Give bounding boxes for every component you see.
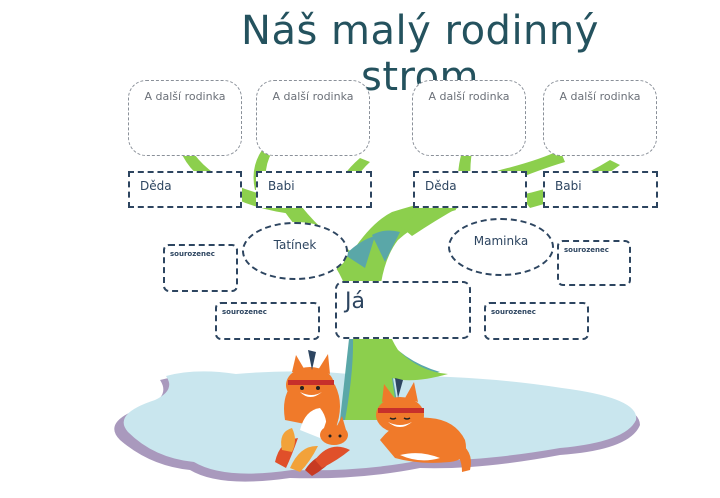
grandfather-box-paternal[interactable]: Děda xyxy=(128,171,242,208)
grandparent-label: Babi xyxy=(268,179,295,193)
grandmother-box-paternal[interactable]: Babi xyxy=(256,171,372,208)
extended-family-box-3[interactable]: A další rodinka xyxy=(412,80,526,156)
sibling-label: sourozenec xyxy=(491,308,536,316)
sibling-label: sourozenec xyxy=(170,250,215,258)
leaf-pile xyxy=(275,428,350,476)
extended-family-label: A další rodinka xyxy=(428,90,510,103)
extended-family-box-1[interactable]: A další rodinka xyxy=(128,80,242,156)
extended-family-box-4[interactable]: A další rodinka xyxy=(543,80,657,156)
father-label: Tatínek xyxy=(273,238,317,252)
sibling-label: sourozenec xyxy=(564,246,609,254)
sibling-box-2[interactable]: sourozenec xyxy=(557,240,631,286)
branch-right-shadow xyxy=(372,230,400,262)
me-label: Já xyxy=(345,289,365,314)
grandparent-label: Děda xyxy=(140,179,172,193)
grandparent-label: Babi xyxy=(555,179,582,193)
extended-family-label: A další rodinka xyxy=(144,90,226,103)
extended-family-label: A další rodinka xyxy=(272,90,354,103)
mother-label: Maminka xyxy=(473,234,529,248)
mother-box[interactable]: Maminka xyxy=(448,218,554,276)
fox-left xyxy=(284,350,340,440)
sibling-box-4[interactable]: sourozenec xyxy=(484,302,589,340)
branch-left-shadow xyxy=(345,236,375,268)
sibling-box-1[interactable]: sourozenec xyxy=(163,244,238,292)
fox-right xyxy=(376,378,471,472)
sibling-label: sourozenec xyxy=(222,308,267,316)
extended-family-box-2[interactable]: A další rodinka xyxy=(256,80,370,156)
fox-baby xyxy=(320,416,348,445)
father-box[interactable]: Tatínek xyxy=(242,222,348,280)
grandmother-box-maternal[interactable]: Babi xyxy=(543,171,658,208)
page-title: Náš malý rodinný strom xyxy=(241,8,599,100)
grandfather-box-maternal[interactable]: Děda xyxy=(413,171,527,208)
sibling-box-3[interactable]: sourozenec xyxy=(215,302,320,340)
grandparent-label: Děda xyxy=(425,179,457,193)
extended-family-label: A další rodinka xyxy=(559,90,641,103)
me-box[interactable]: Já xyxy=(335,281,471,339)
